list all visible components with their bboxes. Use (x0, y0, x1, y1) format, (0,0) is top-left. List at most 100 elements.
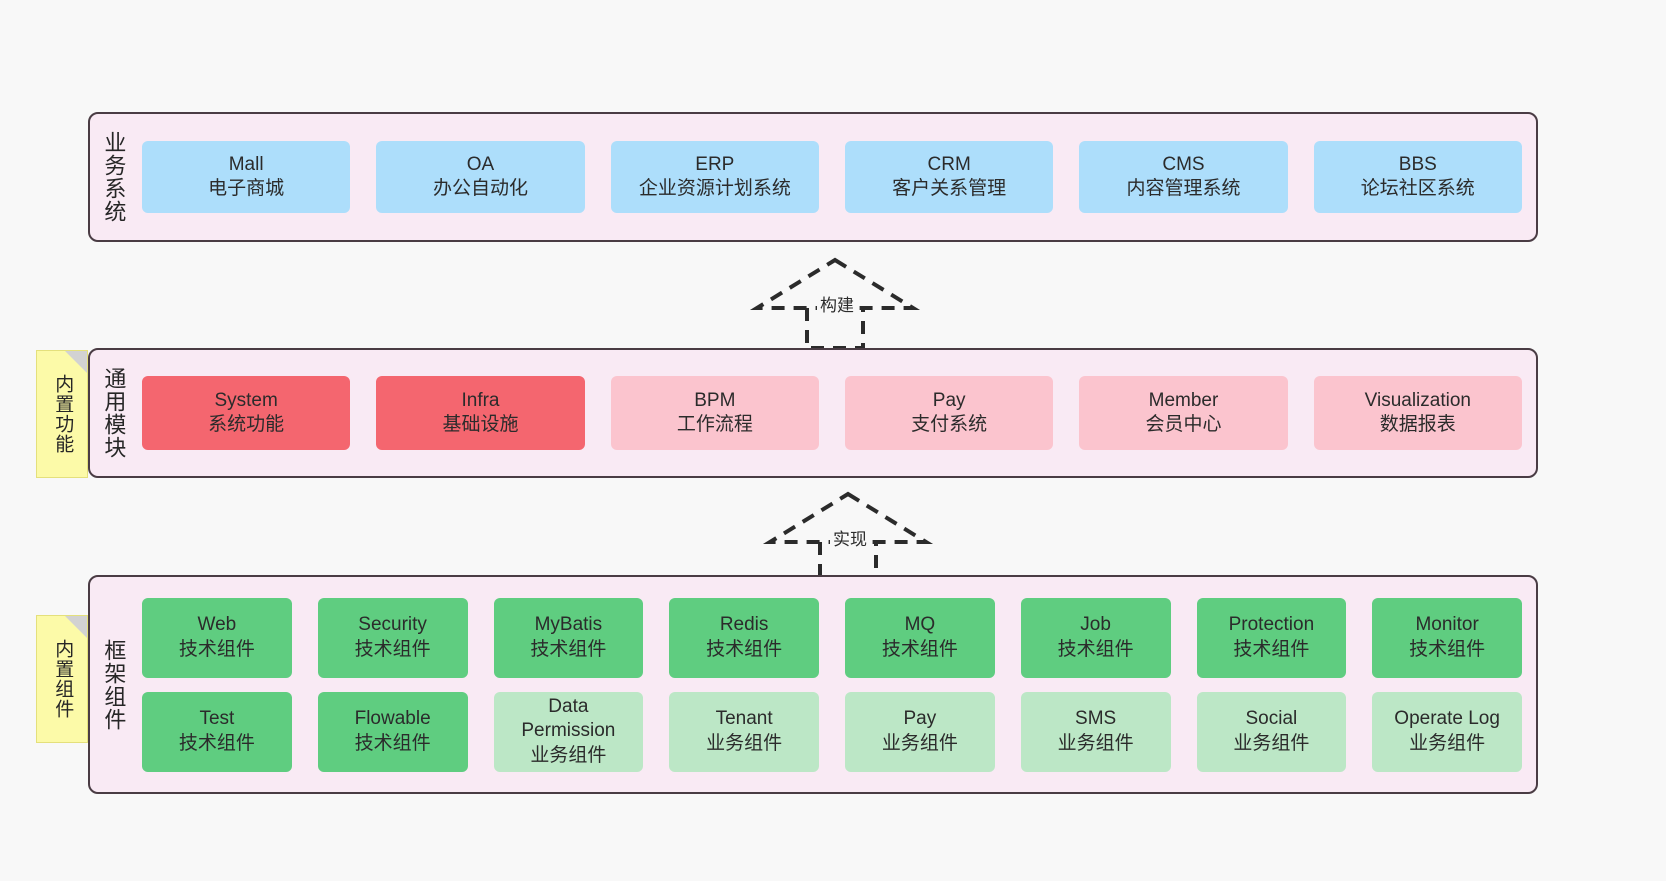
component-name: Security (358, 614, 427, 636)
component-desc: 技术组件 (178, 638, 255, 660)
component-desc: 技术组件 (530, 638, 607, 660)
component-card-mq[interactable]: MQ 技术组件 (845, 597, 995, 678)
layer-title-common-module: 通用模块 (101, 367, 127, 459)
layer-title-business-system: 业务系统 (101, 131, 127, 223)
component-card-social[interactable]: Social 业务组件 (1196, 691, 1347, 772)
component-desc: 业务组件 (881, 732, 958, 754)
module-card-pay[interactable]: Pay 支付系统 (844, 376, 1054, 450)
component-name: Monitor (1415, 614, 1479, 636)
component-desc: 业务组件 (1057, 732, 1134, 754)
component-name: Protection (1228, 614, 1315, 636)
component-desc: 技术组件 (706, 638, 783, 660)
component-card-protection[interactable]: Protection 技术组件 (1196, 597, 1347, 678)
module-desc: 系统功能 (208, 414, 285, 435)
connector-label-implement: 实现 (830, 525, 870, 550)
component-card-sms[interactable]: SMS 业务组件 (1020, 691, 1171, 772)
cell-row: Test 技术组件 Flowable 技术组件 Data Permission … (142, 691, 1522, 772)
module-name: OA (466, 153, 495, 175)
layer-common-module: 通用模块 System 系统功能 Infra 基础设施 BPM 工作流程 Pay… (88, 348, 1538, 478)
component-desc: 业务组件 (1233, 732, 1310, 754)
component-name: Data Permission (521, 696, 616, 742)
module-name: CRM (927, 153, 971, 175)
layer-title-framework-component: 框架组件 (101, 638, 127, 731)
module-name: ERP (695, 153, 735, 175)
component-card-tenant[interactable]: Tenant 业务组件 (669, 691, 819, 772)
component-card-mybatis[interactable]: MyBatis 技术组件 (493, 597, 644, 678)
component-name: Tenant (715, 708, 773, 730)
component-desc: 技术组件 (1233, 638, 1310, 660)
module-card-bpm[interactable]: BPM 工作流程 (610, 376, 819, 450)
module-card-visualization[interactable]: Visualization 数据报表 (1313, 376, 1522, 450)
connector-label-build: 构建 (817, 291, 857, 316)
note-builtin-functions: 内置功能 (36, 350, 88, 478)
component-card-pay[interactable]: Pay 业务组件 (845, 691, 995, 772)
module-desc: 工作流程 (676, 414, 753, 435)
module-card-system[interactable]: System 系统功能 (142, 376, 351, 450)
generalization-arrowhead (762, 491, 934, 544)
module-card-bbs[interactable]: BBS 论坛社区系统 (1313, 141, 1522, 213)
module-desc: 内容管理系统 (1126, 178, 1241, 199)
module-name: Member (1148, 389, 1219, 411)
module-desc: 办公自动化 (432, 178, 528, 199)
module-card-cms[interactable]: CMS 内容管理系统 (1079, 141, 1288, 213)
layer-framework-component: 框架组件 Web 技术组件 Security 技术组件 MyBatis 技术组件… (88, 575, 1538, 794)
component-name: MyBatis (534, 614, 603, 636)
layer-business-system: 业务系统 Mall 电子商城 OA 办公自动化 ERP 企业资源计划系统 CRM… (88, 112, 1538, 242)
module-card-infra[interactable]: Infra 基础设施 (376, 376, 585, 450)
generalization-arrowhead (749, 257, 921, 310)
connector-implement: 实现 (762, 491, 934, 584)
note-label: 内置组件 (52, 639, 74, 719)
module-name: BBS (1398, 153, 1437, 175)
component-name: Test (199, 708, 235, 730)
note-builtin-components: 内置组件 (36, 615, 88, 743)
component-name: Redis (719, 614, 769, 636)
component-desc: 技术组件 (1409, 638, 1486, 660)
module-name: Mall (228, 153, 264, 175)
component-desc: 业务组件 (1409, 732, 1486, 754)
component-card-monitor[interactable]: Monitor 技术组件 (1372, 597, 1522, 678)
note-fold-corner-icon (65, 351, 87, 373)
component-name: Job (1080, 614, 1111, 636)
component-desc: 技术组件 (354, 732, 431, 754)
component-card-test[interactable]: Test 技术组件 (142, 691, 292, 772)
module-desc: 数据报表 (1379, 414, 1456, 435)
module-desc: 电子商城 (208, 178, 285, 199)
cell-row: Web 技术组件 Security 技术组件 MyBatis 技术组件 Redi… (142, 597, 1522, 678)
component-card-data-permission[interactable]: Data Permission 业务组件 (493, 691, 644, 772)
module-card-crm[interactable]: CRM 客户关系管理 (844, 141, 1054, 213)
component-desc: 业务组件 (706, 732, 783, 754)
cell-row: System 系统功能 Infra 基础设施 BPM 工作流程 Pay 支付系统… (142, 376, 1522, 450)
component-card-web[interactable]: Web 技术组件 (142, 597, 292, 678)
module-desc: 会员中心 (1145, 414, 1222, 435)
module-name: Visualization (1364, 389, 1471, 411)
component-desc: 技术组件 (881, 638, 958, 660)
layer-body-business-system: Mall 电子商城 OA 办公自动化 ERP 企业资源计划系统 CRM 客户关系… (136, 114, 1536, 240)
component-desc: 业务组件 (530, 744, 607, 766)
component-card-flowable[interactable]: Flowable 技术组件 (317, 691, 468, 772)
component-name: Pay (903, 708, 937, 730)
module-name: CMS (1162, 153, 1205, 175)
module-name: Pay (932, 389, 966, 411)
module-card-erp[interactable]: ERP 企业资源计划系统 (610, 141, 819, 213)
component-name: Operate Log (1394, 708, 1500, 730)
component-name: Web (197, 614, 237, 636)
component-card-operate-log[interactable]: Operate Log 业务组件 (1372, 691, 1522, 772)
note-label: 内置功能 (52, 374, 74, 454)
component-desc: 技术组件 (178, 732, 255, 754)
module-card-mall[interactable]: Mall 电子商城 (142, 141, 351, 213)
module-card-member[interactable]: Member 会员中心 (1079, 376, 1288, 450)
layer-body-common-module: System 系统功能 Infra 基础设施 BPM 工作流程 Pay 支付系统… (136, 350, 1536, 476)
module-desc: 支付系统 (911, 414, 988, 435)
module-card-oa[interactable]: OA 办公自动化 (376, 141, 585, 213)
note-fold-corner-icon (65, 616, 87, 638)
component-card-security[interactable]: Security 技术组件 (317, 597, 468, 678)
component-card-job[interactable]: Job 技术组件 (1020, 597, 1171, 678)
module-name: System (214, 389, 278, 411)
component-name: MQ (904, 614, 936, 636)
component-card-redis[interactable]: Redis 技术组件 (669, 597, 819, 678)
module-desc: 客户关系管理 (892, 178, 1007, 199)
module-name: Infra (461, 389, 500, 411)
component-desc: 技术组件 (1057, 638, 1134, 660)
cell-row: Mall 电子商城 OA 办公自动化 ERP 企业资源计划系统 CRM 客户关系… (142, 141, 1522, 213)
